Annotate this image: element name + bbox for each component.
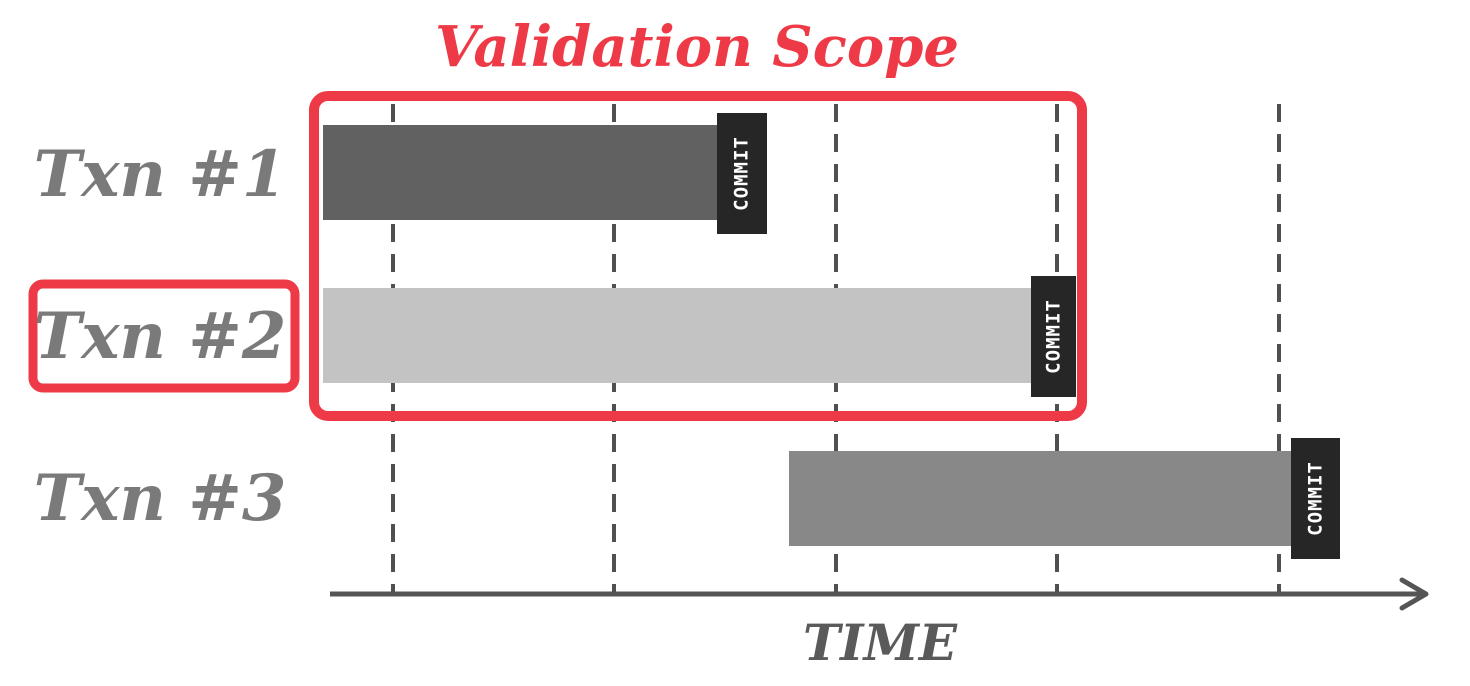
txn3-bar — [789, 451, 1294, 546]
commit-label: COMMIT — [731, 136, 753, 211]
txn1-label: Txn #1 — [34, 137, 287, 212]
time-axis-arrowhead — [1399, 577, 1429, 611]
commit-box — [1031, 276, 1076, 397]
time-axis — [330, 577, 1429, 611]
time-axis-label: TIME — [803, 613, 958, 672]
commit-box — [717, 113, 767, 234]
txn1-bar — [323, 125, 721, 220]
txn3-label: Txn #3 — [34, 461, 287, 536]
txn2-commit-marker: COMMIT — [1031, 276, 1076, 397]
commit-box — [1291, 438, 1340, 559]
txn2-label: Txn #2 — [34, 299, 287, 374]
validation-scope-box — [309, 91, 1087, 421]
txn2-bar — [323, 288, 1033, 383]
txn3-commit-marker: COMMIT — [1291, 438, 1340, 559]
commit-label: COMMIT — [1043, 299, 1065, 374]
validation-scope-title: Validation Scope — [435, 14, 959, 80]
commit-label: COMMIT — [1305, 461, 1327, 536]
txn1-commit-marker: COMMIT — [717, 113, 767, 234]
txn2-highlight-box — [28, 279, 300, 393]
